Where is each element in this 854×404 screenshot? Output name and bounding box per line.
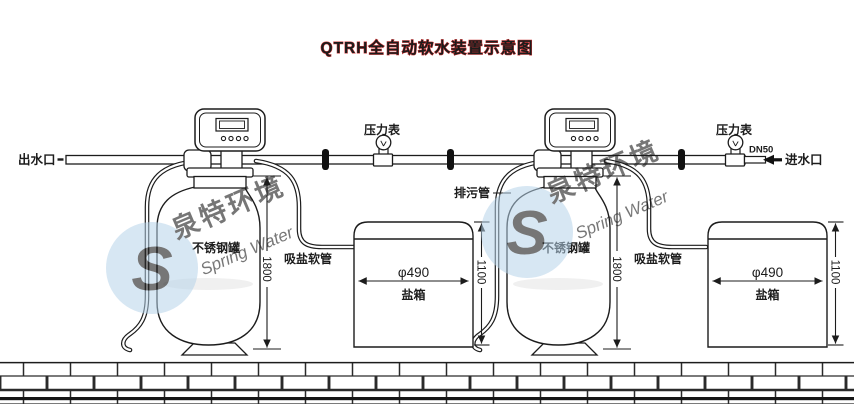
brick-wall <box>0 361 854 404</box>
gauge-dial <box>727 134 744 151</box>
drain-pipe-label: 排污管 <box>454 185 490 200</box>
inlet-arrow-head <box>763 154 774 165</box>
inlet-label: 进水口 <box>785 152 823 167</box>
gauge-needle <box>732 140 739 147</box>
pipe-union-1 <box>322 149 329 170</box>
salt-box-2 <box>708 222 844 347</box>
pressure-gauge-1: 压力表 <box>364 122 401 167</box>
inlet-arrow-shaft <box>774 158 782 162</box>
gauge-needle <box>380 140 387 147</box>
pipe-size-label: DN50 <box>749 145 773 156</box>
pipe-union-2 <box>447 149 454 170</box>
outlet-label: 出水口 <box>18 152 56 167</box>
page-title: QTRH全自动软水装置示意图 <box>321 38 534 57</box>
gauge-tee-block <box>372 153 394 167</box>
main-pipeline: 压力表 压力表 DN50 进水口 出水口 <box>18 122 823 170</box>
gauge-tee-block <box>724 153 746 167</box>
pressure-gauge-label-2: 压力表 <box>716 122 753 137</box>
pipe-union-3 <box>678 149 685 170</box>
pressure-gauge-label-1: 压力表 <box>364 122 401 137</box>
salt-box-1 <box>354 222 490 347</box>
gauge-dial <box>375 134 392 151</box>
inlet-stub-pipe <box>743 155 767 164</box>
brick-wall-shadow-line <box>0 397 854 401</box>
